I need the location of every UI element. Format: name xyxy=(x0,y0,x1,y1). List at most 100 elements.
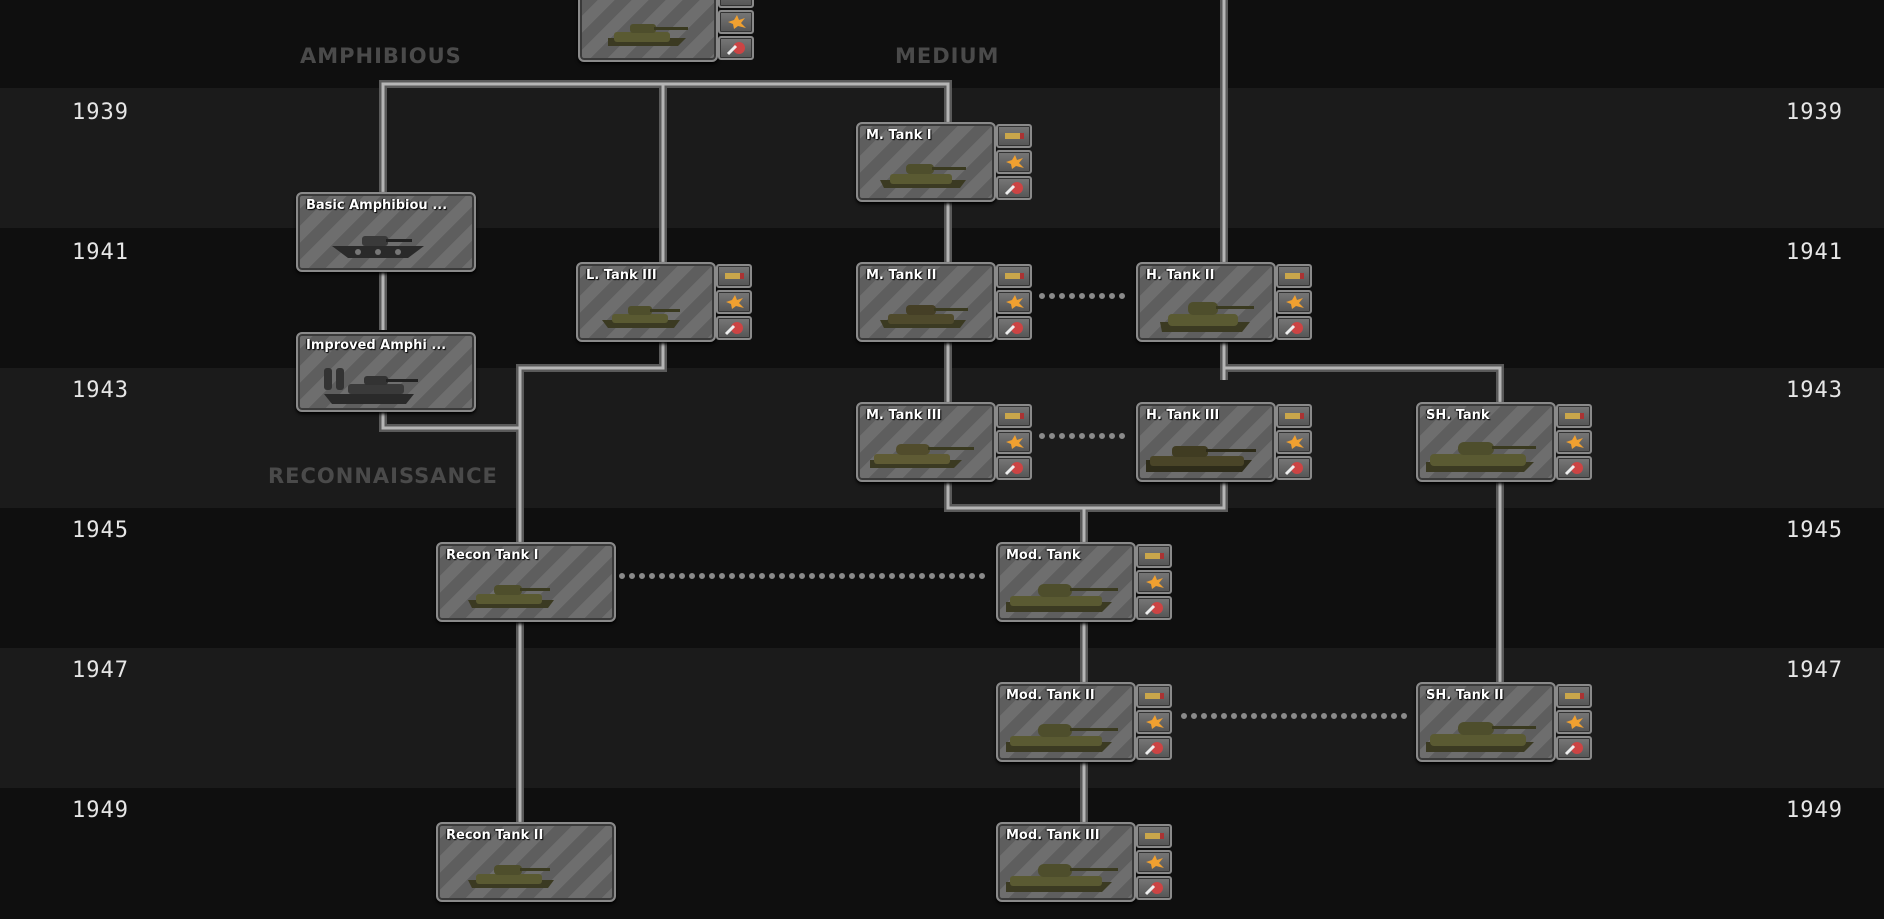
tech-node-recon-tank-1[interactable]: Recon Tank I xyxy=(436,542,616,622)
tech-title: Improved Amphi ... xyxy=(306,338,447,353)
ammo-icon xyxy=(1556,684,1592,708)
tech-title: L. Tank III xyxy=(586,268,657,283)
tech-effect-icons xyxy=(996,262,1034,342)
year-label-right: 1941 xyxy=(1786,240,1843,265)
repair-icon xyxy=(1136,736,1172,760)
band-1949 xyxy=(0,788,1884,919)
tech-node-mod-tank[interactable]: Mod. Tank xyxy=(996,542,1176,622)
repair-icon xyxy=(996,456,1032,480)
tech-node-improved-amphibious[interactable]: Improved Amphi ... xyxy=(296,332,476,412)
year-label-left: 1941 xyxy=(72,240,129,265)
explosion-icon xyxy=(1556,430,1592,454)
tech-node-partial[interactable] xyxy=(578,0,758,62)
tech-card: Mod. Tank III xyxy=(996,822,1136,902)
band-top xyxy=(0,0,1884,88)
explosion-icon xyxy=(996,290,1032,314)
tech-node-sh-tank[interactable]: SH. Tank xyxy=(1416,402,1596,482)
tech-node-h-tank-3[interactable]: H. Tank III xyxy=(1136,402,1316,482)
tank-icon xyxy=(1426,442,1536,472)
amphibious-tank-icon xyxy=(324,368,418,404)
tank-icon xyxy=(468,865,554,888)
tech-card: Mod. Tank II xyxy=(996,682,1136,762)
ammo-icon xyxy=(1276,404,1312,428)
tech-card: SH. Tank II xyxy=(1416,682,1556,762)
year-label-right: 1943 xyxy=(1786,378,1843,403)
year-label-right: 1949 xyxy=(1786,798,1843,823)
year-label-right: 1947 xyxy=(1786,658,1843,683)
tech-effect-icons xyxy=(718,0,756,62)
ammo-icon xyxy=(1136,544,1172,568)
tech-effect-icons xyxy=(1556,402,1594,482)
repair-icon xyxy=(716,316,752,340)
tank-icon xyxy=(880,305,968,328)
tech-title: H. Tank II xyxy=(1146,268,1215,283)
tech-node-mod-tank-2[interactable]: Mod. Tank II xyxy=(996,682,1176,762)
tech-card: M. Tank I xyxy=(856,122,996,202)
tech-card: Recon Tank II xyxy=(436,822,616,902)
tech-title: M. Tank III xyxy=(866,408,942,423)
tech-node-m-tank-2[interactable]: M. Tank II xyxy=(856,262,1036,342)
tech-node-recon-tank-2[interactable]: Recon Tank II xyxy=(436,822,616,902)
tech-title: Mod. Tank III xyxy=(1006,828,1100,843)
tank-icon xyxy=(1426,722,1536,752)
tech-node-sh-tank-2[interactable]: SH. Tank II xyxy=(1416,682,1596,762)
ammo-icon xyxy=(996,124,1032,148)
year-label-right: 1945 xyxy=(1786,518,1843,543)
tech-node-basic-amphibious[interactable]: Basic Amphibiou ... xyxy=(296,192,476,272)
tech-title: H. Tank III xyxy=(1146,408,1220,423)
ammo-icon xyxy=(996,404,1032,428)
tech-node-m-tank-3[interactable]: M. Tank III xyxy=(856,402,1036,482)
explosion-icon xyxy=(1276,290,1312,314)
tech-effect-icons xyxy=(1136,542,1174,622)
tech-title: Mod. Tank II xyxy=(1006,688,1095,703)
repair-icon xyxy=(1556,736,1592,760)
tech-node-mod-tank-3[interactable]: Mod. Tank III xyxy=(996,822,1176,902)
tech-title: M. Tank I xyxy=(866,128,932,143)
section-label-amphibious: AMPHIBIOUS xyxy=(300,44,462,68)
tech-title: M. Tank II xyxy=(866,268,937,283)
repair-icon xyxy=(996,316,1032,340)
tech-effect-icons xyxy=(996,122,1034,202)
tech-card: SH. Tank xyxy=(1416,402,1556,482)
tank-icon xyxy=(1006,584,1118,612)
tech-node-m-tank-1[interactable]: M. Tank I xyxy=(856,122,1036,202)
section-label-medium: MEDIUM xyxy=(895,44,1000,68)
tech-title: Mod. Tank xyxy=(1006,548,1081,563)
repair-icon xyxy=(1136,596,1172,620)
explosion-icon xyxy=(996,150,1032,174)
tech-effect-icons xyxy=(1136,822,1174,902)
tech-node-l-tank-3[interactable]: L. Tank III xyxy=(576,262,756,342)
section-label-reconnaissance: RECONNAISSANCE xyxy=(268,464,498,488)
tech-card: L. Tank III xyxy=(576,262,716,342)
tech-title: SH. Tank xyxy=(1426,408,1490,423)
year-label-left: 1949 xyxy=(72,798,129,823)
explosion-icon xyxy=(1136,570,1172,594)
tank-icon xyxy=(468,585,554,608)
tank-icon xyxy=(880,164,966,188)
repair-icon xyxy=(1276,316,1312,340)
explosion-icon xyxy=(716,290,752,314)
ammo-icon xyxy=(1136,824,1172,848)
explosion-icon xyxy=(996,430,1032,454)
ammo-icon xyxy=(716,264,752,288)
ammo-icon xyxy=(718,0,754,8)
year-label-right: 1939 xyxy=(1786,100,1843,125)
tech-title: Basic Amphibiou ... xyxy=(306,198,448,213)
tech-card: H. Tank II xyxy=(1136,262,1276,342)
explosion-icon xyxy=(1136,710,1172,734)
explosion-icon xyxy=(1136,850,1172,874)
tech-title: SH. Tank II xyxy=(1426,688,1504,703)
tech-card: H. Tank III xyxy=(1136,402,1276,482)
tech-effect-icons xyxy=(996,402,1034,482)
explosion-icon xyxy=(1556,710,1592,734)
tech-effect-icons xyxy=(1136,682,1174,762)
repair-icon xyxy=(1556,456,1592,480)
ammo-icon xyxy=(1556,404,1592,428)
tech-effect-icons xyxy=(716,262,754,342)
tech-node-h-tank-2[interactable]: H. Tank II xyxy=(1136,262,1316,342)
tank-icon xyxy=(870,444,974,468)
year-label-left: 1945 xyxy=(72,518,129,543)
repair-icon xyxy=(1276,456,1312,480)
tank-icon xyxy=(608,24,688,46)
